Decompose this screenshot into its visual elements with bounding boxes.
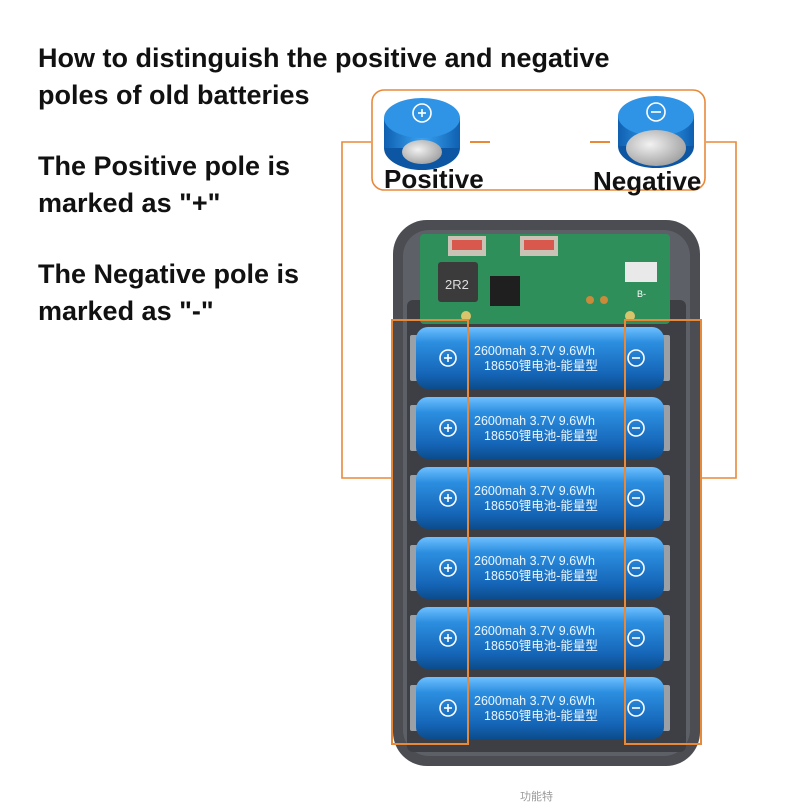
battery-spec-line2: 18650锂电池-能量型 <box>484 358 598 373</box>
inductor-mark: 2R2 <box>445 277 469 292</box>
plus-circle-icon <box>439 419 457 437</box>
plus-circle-icon <box>439 489 457 507</box>
circuit-board: 2R2 B- <box>420 234 670 324</box>
negative-label: Negative <box>593 166 702 196</box>
minus-circle-icon <box>627 699 645 717</box>
battery-spec-line1: 2600mah 3.7V 9.6Wh <box>474 484 595 498</box>
positive-pole-note: The Positive pole is marked as "+" <box>38 151 291 218</box>
negative-pole-frame <box>624 319 702 745</box>
negative-pole-note: The Negative pole is marked as "-" <box>38 259 300 326</box>
footer-text: 功能特 <box>520 791 553 803</box>
page-heading: How to distinguish the positive and nega… <box>38 43 610 110</box>
battery-spec-line1: 2600mah 3.7V 9.6Wh <box>474 624 595 638</box>
battery-spec-line1: 2600mah 3.7V 9.6Wh <box>474 554 595 568</box>
legend-frame <box>371 89 706 191</box>
minus-circle-icon <box>627 559 645 577</box>
battery-spec-line2: 18650锂电池-能量型 <box>484 498 598 513</box>
plus-circle-icon <box>439 349 457 367</box>
positive-pole-frame <box>391 319 469 745</box>
negative-bracket <box>700 141 737 479</box>
battery-spec-line2: 18650锂电池-能量型 <box>484 568 598 583</box>
positive-bracket <box>341 141 392 479</box>
negative-coin-cell <box>618 96 694 168</box>
minus-circle-icon <box>627 489 645 507</box>
plus-circle-icon <box>439 699 457 717</box>
minus-circle-icon <box>646 102 666 122</box>
battery-spec-line2: 18650锂电池-能量型 <box>484 638 598 653</box>
battery-spec-line2: 18650锂电池-能量型 <box>484 708 598 723</box>
battery-spec-line1: 2600mah 3.7V 9.6Wh <box>474 344 595 358</box>
positive-coin-cell <box>384 98 460 170</box>
minus-circle-icon <box>627 349 645 367</box>
minus-circle-icon <box>627 629 645 647</box>
positive-label: Positive <box>384 164 484 194</box>
plus-circle-icon <box>439 559 457 577</box>
battery-spec-line1: 2600mah 3.7V 9.6Wh <box>474 694 595 708</box>
minus-circle-icon <box>627 419 645 437</box>
battery-spec-line1: 2600mah 3.7V 9.6Wh <box>474 414 595 428</box>
battery-spec-line2: 18650锂电池-能量型 <box>484 428 598 443</box>
plus-circle-icon <box>412 103 432 123</box>
connector-mark: B- <box>637 289 646 299</box>
plus-circle-icon <box>439 629 457 647</box>
